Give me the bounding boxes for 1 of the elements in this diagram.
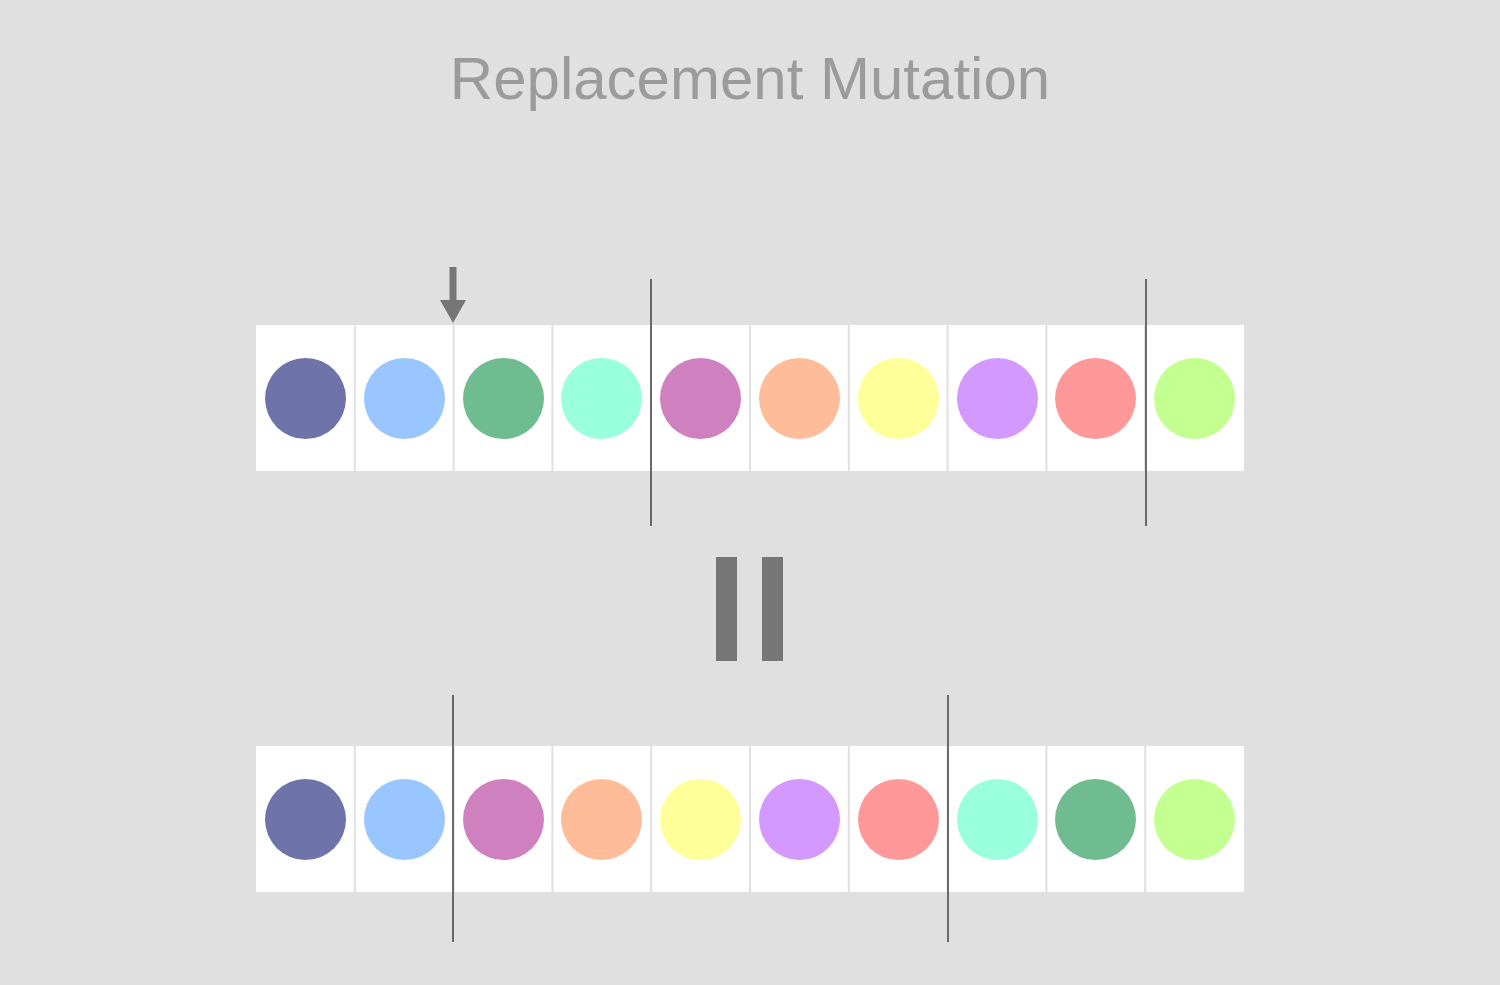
title: Replacement Mutation	[448, 44, 1052, 113]
